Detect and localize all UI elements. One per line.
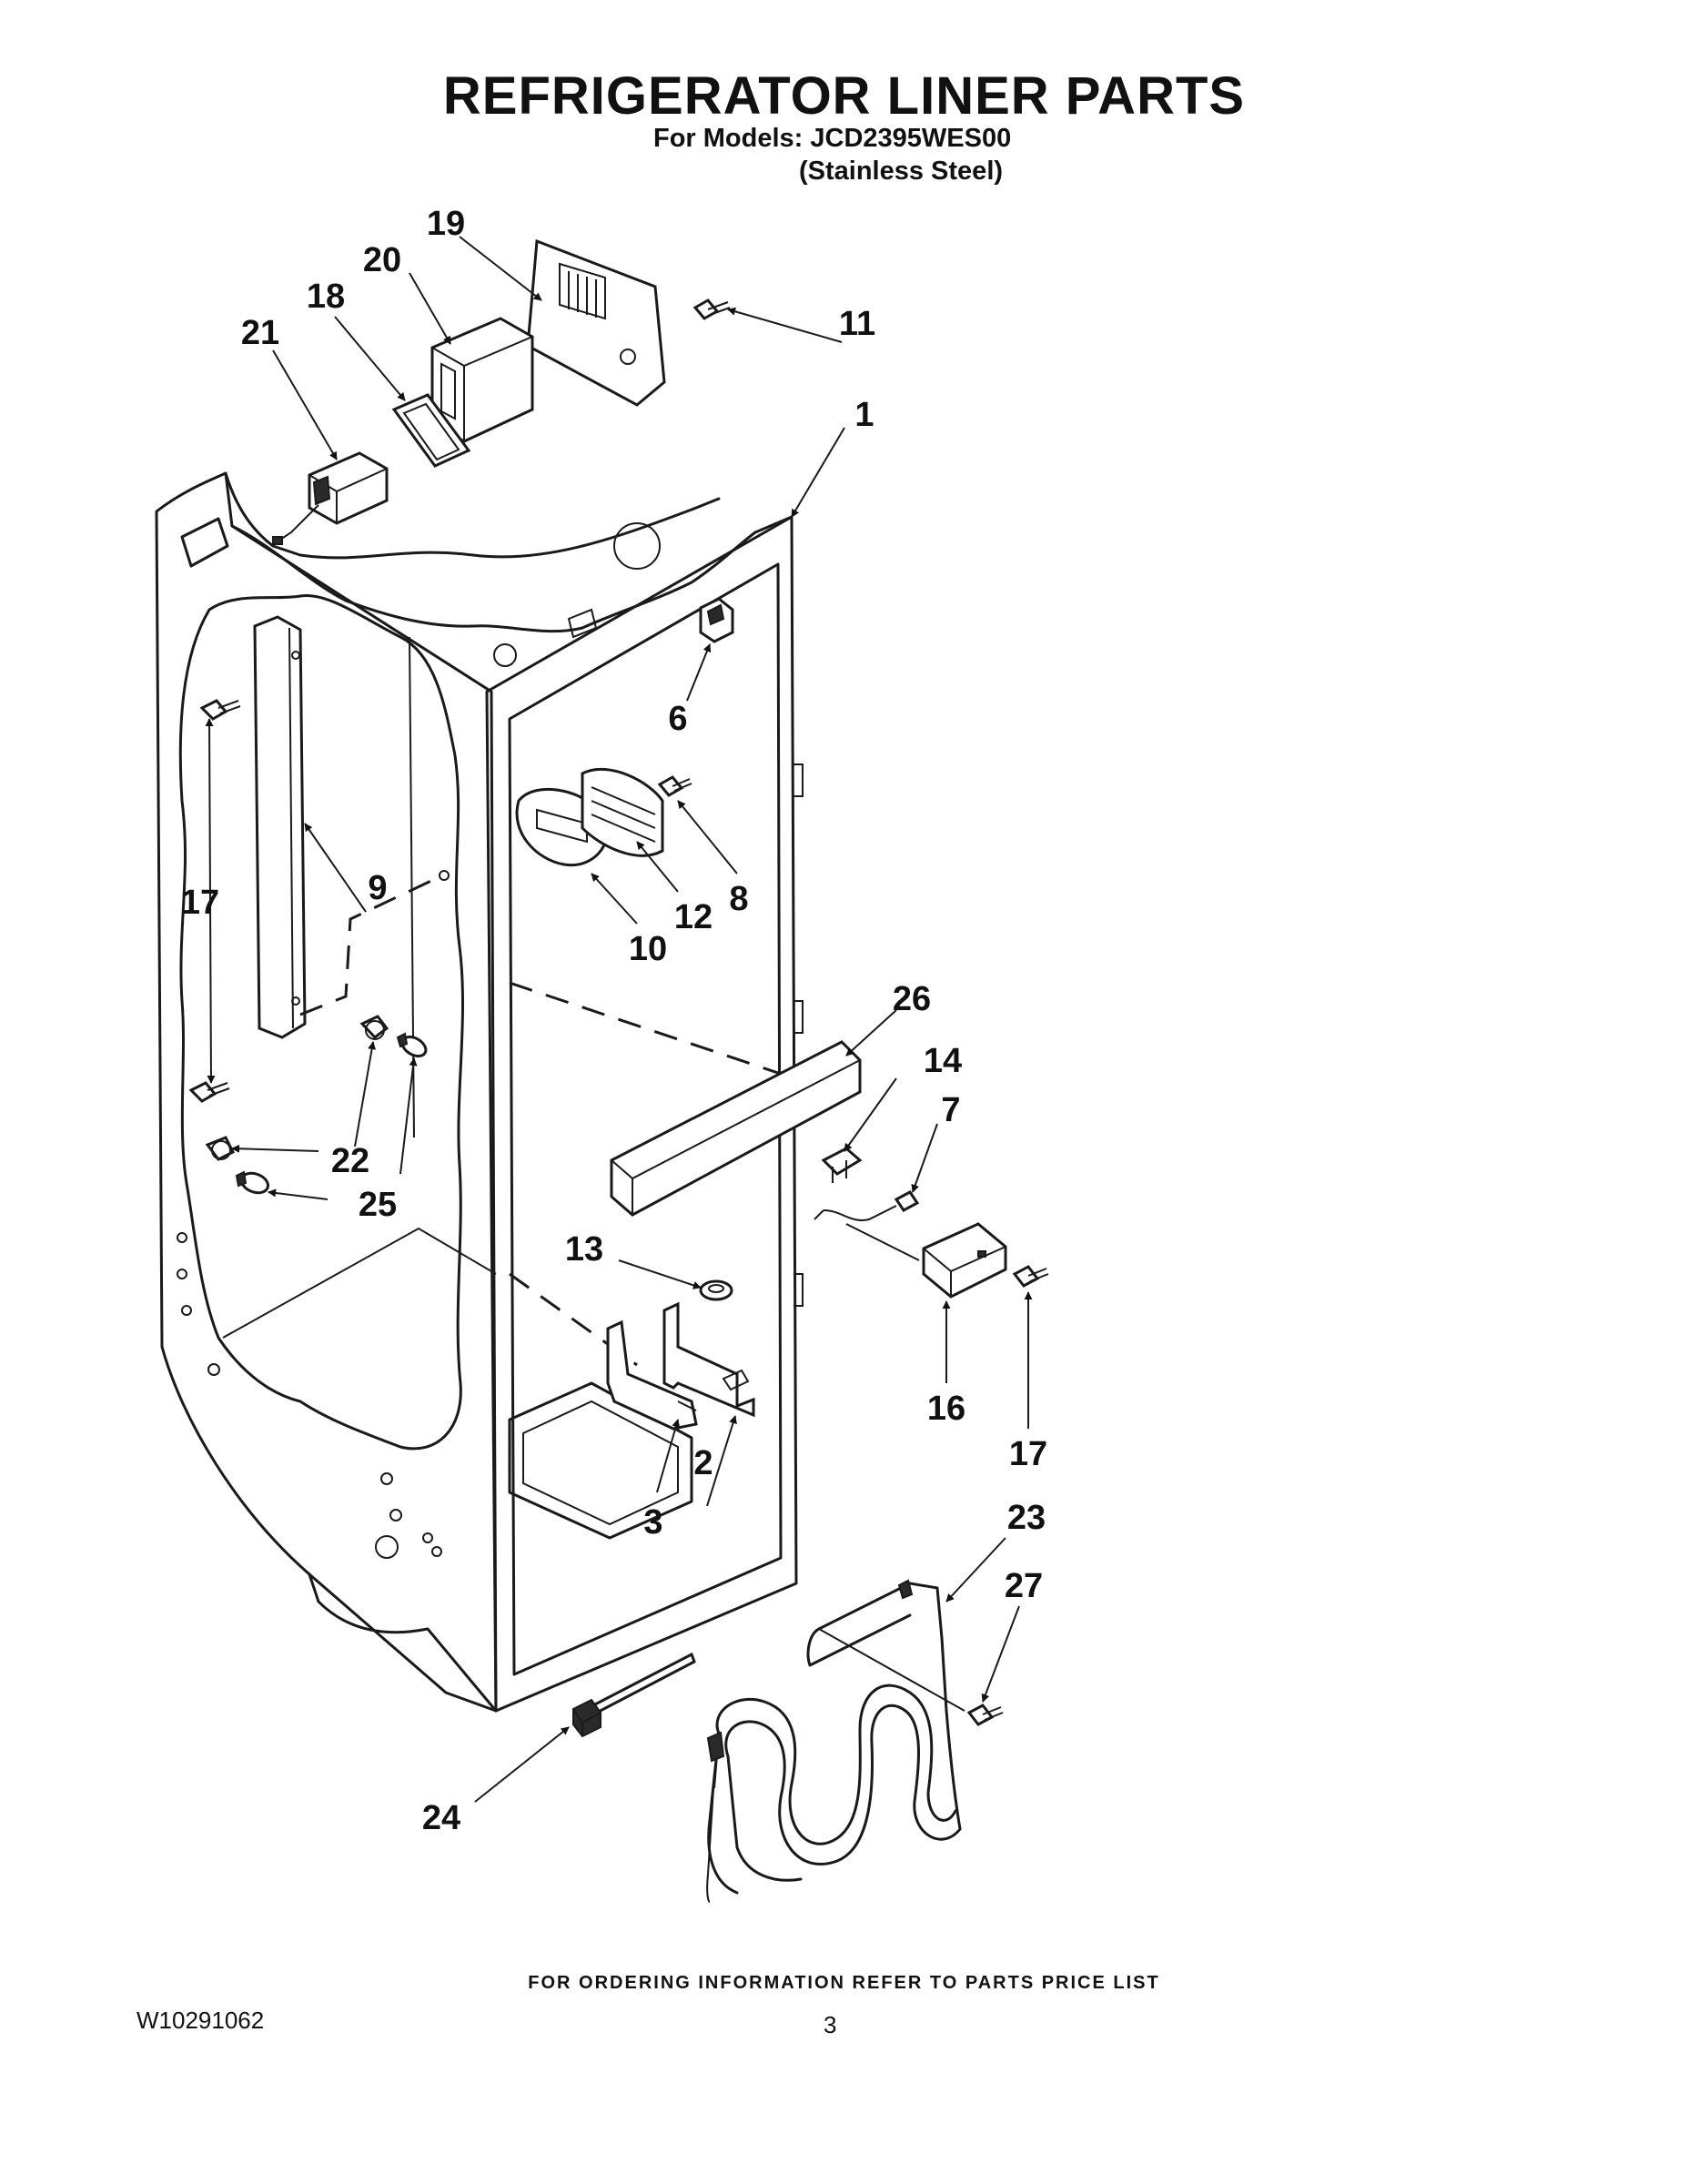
leader-lines — [205, 236, 1033, 1803]
screw-17-right — [1012, 1265, 1049, 1288]
gasket-18 — [391, 393, 471, 468]
callout-18: 18 — [307, 278, 345, 316]
callout-20: 20 — [363, 241, 401, 279]
page-number: 3 — [824, 2011, 837, 2038]
callout-27: 27 — [1005, 1567, 1043, 1605]
callout-24: 24 — [422, 1799, 460, 1837]
callout-10: 10 — [629, 930, 667, 968]
callout-1: 1 — [854, 396, 874, 434]
callout-21: 21 — [241, 314, 279, 352]
page-title: REFRIGERATOR LINER PARTS — [442, 66, 1246, 126]
light-bulb-25-right — [396, 1032, 428, 1057]
callout-3: 3 — [643, 1503, 662, 1542]
wire-tie-24 — [572, 1652, 696, 1738]
bracket-3 — [606, 1320, 698, 1431]
callout-7: 7 — [941, 1091, 960, 1129]
ordering-note: FOR ORDERING INFORMATION REFER TO PARTS … — [528, 1973, 1160, 1993]
callout-25: 25 — [359, 1186, 397, 1224]
clip-6 — [699, 597, 734, 643]
callout-14: 14 — [924, 1042, 962, 1080]
thermostat-21 — [272, 451, 389, 545]
liner-cabinet — [155, 471, 804, 1713]
grommet-13 — [699, 1279, 733, 1301]
channel-cover-26 — [610, 1040, 862, 1217]
callout-13: 13 — [565, 1230, 603, 1269]
light-housing-16 — [922, 1222, 1007, 1299]
models-label: For Models: JCD2395WES00 — [653, 124, 1012, 153]
light-socket-22 — [359, 1015, 389, 1040]
callout-12: 12 — [674, 898, 713, 936]
screw-17-lower — [188, 1081, 230, 1103]
defrost-heater-23 — [706, 1579, 965, 1903]
light-socket-22-lower — [205, 1136, 236, 1161]
vent-grille-12 — [581, 768, 664, 857]
shelf-support-rail — [253, 615, 307, 1039]
callout-19: 19 — [427, 205, 465, 243]
wire-harness-7 — [814, 1190, 920, 1261]
control-housing-19 — [526, 238, 666, 407]
callout-6: 6 — [668, 700, 687, 738]
callout-labels: 1 2 3 6 7 8 9 10 11 12 13 14 16 17 17 18… — [181, 205, 1047, 1837]
callout-11: 11 — [839, 305, 875, 343]
callout-26: 26 — [893, 980, 931, 1018]
document-number: W10291062 — [136, 2007, 265, 2034]
clip-14 — [821, 1147, 863, 1183]
screw-8 — [657, 775, 692, 797]
screw-11 — [692, 298, 731, 320]
callout-22: 22 — [331, 1142, 369, 1180]
rail-mount-dashed-line — [299, 876, 438, 1016]
callout-16: 16 — [927, 1390, 965, 1428]
callout-2: 2 — [693, 1444, 713, 1482]
callout-17-right: 17 — [1009, 1435, 1047, 1473]
bracket-2 — [662, 1301, 755, 1418]
callout-9: 9 — [368, 869, 387, 907]
callout-23: 23 — [1007, 1499, 1046, 1537]
rail-mount-hole — [439, 870, 450, 881]
screw-17-upper — [199, 699, 241, 721]
light-bulb-25-left — [235, 1170, 270, 1195]
callout-8: 8 — [729, 880, 748, 918]
callout-17-left: 17 — [181, 884, 219, 922]
screw-27 — [966, 1704, 1004, 1726]
finish-label: (Stainless Steel) — [799, 157, 1004, 186]
